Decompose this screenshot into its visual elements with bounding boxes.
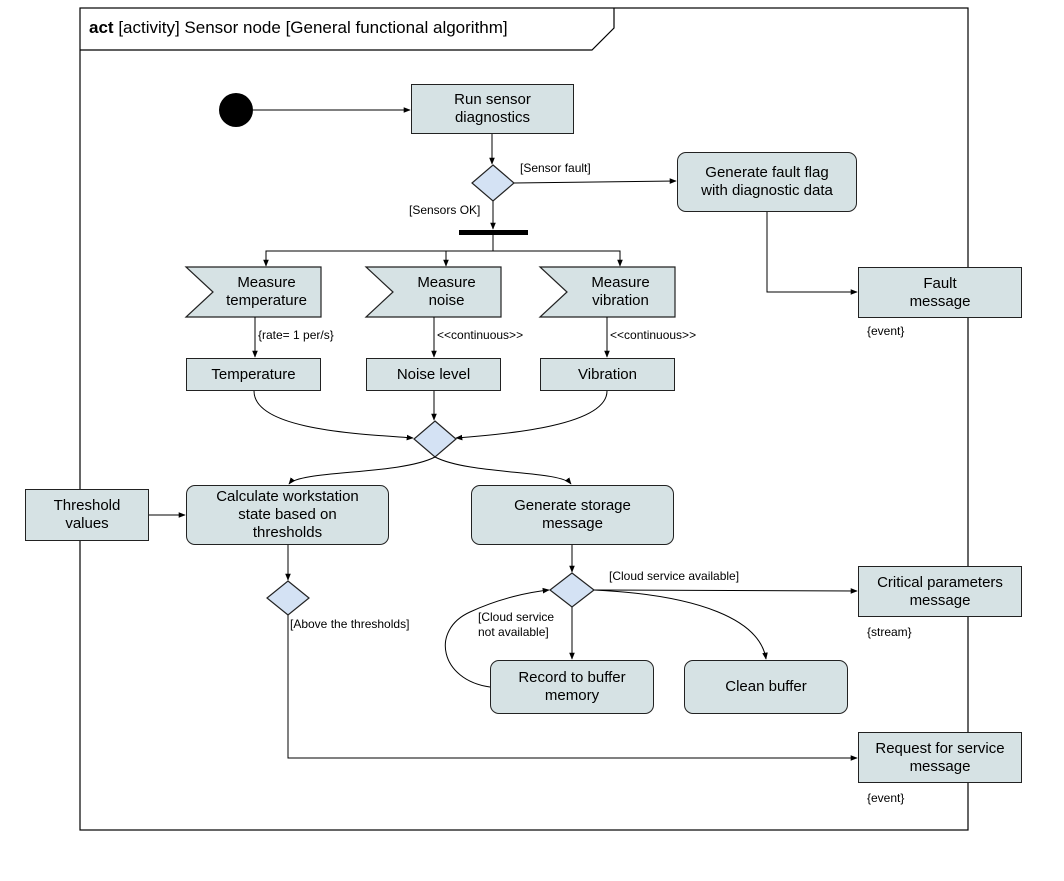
action-calculate-state: Calculate workstation state based on thr…	[186, 485, 389, 545]
action-record-buffer-label: Record to buffer memory	[518, 669, 626, 704]
label-rate: {rate= 1 per/s}	[258, 328, 334, 342]
edge-loop-buffer	[444, 587, 550, 688]
edge-merge-to-storage	[434, 456, 572, 485]
stereotype-continuous-vibration: <<continuous>>	[610, 328, 697, 342]
edge-merge-to-calculate	[288, 456, 436, 485]
object-vibration: Vibration	[540, 358, 675, 391]
action-run-diagnostics-label: Run sensor diagnostics	[454, 91, 531, 126]
accept-measure-vibration: Measure vibration	[566, 267, 675, 317]
frame-title: act [activity] Sensor node [General func…	[89, 18, 508, 38]
guard-cloud-available: [Cloud service available]	[609, 569, 740, 583]
edge-sensor-fault	[513, 178, 677, 184]
object-noise-level-label: Noise level	[396, 365, 471, 383]
action-generate-storage: Generate storage message	[471, 485, 674, 545]
edge-temperature-to-merge	[253, 390, 414, 441]
merge-node	[413, 420, 457, 458]
accept-measure-vibration-label: Measure vibration	[591, 274, 650, 309]
object-vibration-label: Vibration	[578, 365, 637, 383]
object-noise-level: Noise level	[366, 358, 501, 391]
measure-temperature-shape	[184, 266, 322, 318]
guard-sensor-fault: [Sensor fault]	[520, 161, 591, 175]
action-clean-buffer: Clean buffer	[684, 660, 848, 714]
action-generate-fault-flag-label: Generate fault flag with diagnostic data	[701, 164, 833, 199]
object-request-service: Request for service message	[858, 732, 1022, 783]
action-generate-storage-label: Generate storage message	[514, 497, 631, 532]
object-threshold-values-label: Threshold values	[53, 497, 121, 532]
object-critical-parameters: Critical parameters message	[858, 566, 1022, 617]
decision-sensor-check	[471, 164, 515, 202]
label-stream: {stream}	[867, 625, 912, 639]
decision-threshold	[266, 580, 310, 616]
action-clean-buffer-label: Clean buffer	[725, 678, 807, 695]
object-temperature: Temperature	[186, 358, 321, 391]
action-run-diagnostics: Run sensor diagnostics	[411, 84, 574, 134]
object-critical-parameters-label: Critical parameters message	[877, 573, 1003, 609]
decision-cloud	[549, 572, 595, 608]
label-event-fault: {event}	[867, 324, 905, 338]
guard-cloud-not-available: [Cloud service not available]	[478, 610, 555, 639]
edge-vibration-to-merge	[455, 390, 608, 441]
guard-sensors-ok: [Sensors OK]	[409, 203, 481, 217]
activity-frame	[79, 7, 969, 831]
label-event-request: {event}	[867, 791, 905, 805]
frame-title-text: [activity] Sensor node [General function…	[118, 18, 508, 37]
action-record-buffer: Record to buffer memory	[490, 660, 654, 714]
object-fault-message-label: Fault message	[909, 274, 971, 310]
edge-cloud-to-clean	[593, 589, 768, 660]
initial-node	[219, 93, 253, 127]
edge-above-thresholds	[287, 615, 858, 761]
stereotype-continuous-noise: <<continuous>>	[437, 328, 524, 342]
edge-fork-distribution	[265, 250, 621, 266]
accept-measure-temperature-label: Measure temperature	[226, 274, 307, 309]
action-generate-fault-flag: Generate fault flag with diagnostic data	[677, 152, 857, 212]
edge-fault-flag-to-message	[766, 212, 858, 295]
accept-measure-noise: Measure noise	[392, 267, 501, 317]
object-temperature-label: Temperature	[211, 365, 296, 383]
edge-cloud-available	[593, 588, 858, 594]
accept-measure-temperature: Measure temperature	[212, 267, 321, 317]
object-threshold-values: Threshold values	[25, 489, 149, 541]
object-request-service-label: Request for service message	[875, 739, 1005, 775]
guard-above-thresholds: [Above the thresholds]	[290, 617, 410, 631]
frame-title-keyword: act	[89, 18, 114, 37]
object-fault-message: Fault message	[858, 267, 1022, 318]
accept-measure-noise-label: Measure noise	[417, 274, 476, 309]
action-calculate-state-label: Calculate workstation state based on thr…	[216, 488, 359, 541]
fork-bar	[459, 230, 528, 235]
frame-title-tab	[80, 8, 615, 51]
